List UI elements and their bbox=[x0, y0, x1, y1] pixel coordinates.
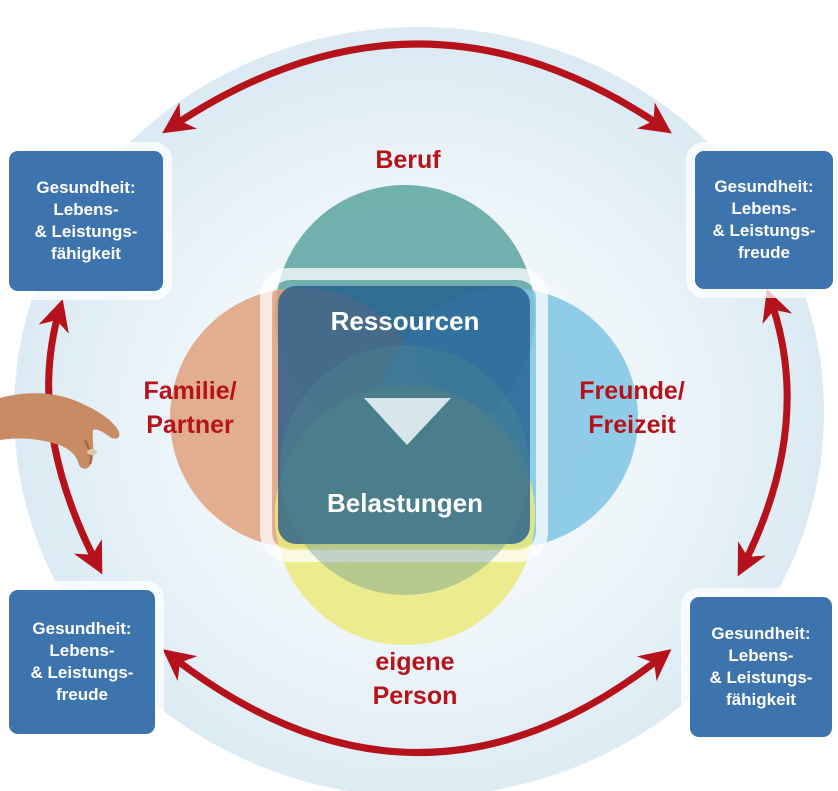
center-square-glow bbox=[260, 268, 548, 562]
box-bottom-right-line-2: Lebens- bbox=[728, 646, 794, 665]
box-bottom-left: Gesundheit: Lebens- & Leistungs- freude bbox=[9, 590, 155, 734]
box-bottom-left-line-1: Gesundheit: bbox=[32, 619, 132, 638]
box-bottom-right-line-1: Gesundheit: bbox=[711, 624, 811, 643]
label-freunde-freizeit: Freunde/ Freizeit bbox=[579, 377, 685, 439]
box-top-left-line-3: & Leistungs- bbox=[34, 222, 138, 241]
label-beruf: Beruf bbox=[375, 146, 441, 174]
down-triangle-icon bbox=[364, 398, 451, 445]
box-top-right-line-1: Gesundheit: bbox=[714, 177, 814, 196]
pointing-hand-icon bbox=[0, 393, 120, 469]
arrow-right bbox=[737, 289, 793, 577]
box-top-left-line-2: Lebens- bbox=[53, 200, 119, 219]
box-top-right-line-3: & Leistungs- bbox=[712, 221, 816, 240]
box-top-left-line-1: Gesundheit: bbox=[36, 178, 136, 197]
center-label-ressourcen: Ressourcen bbox=[330, 306, 480, 336]
box-bottom-right-line-3: & Leistungs- bbox=[709, 668, 813, 687]
box-top-left: Gesundheit: Lebens- & Leistungs- fähigke… bbox=[9, 151, 163, 291]
label-familie-partner: Familie/ Partner bbox=[143, 377, 237, 439]
box-top-right: Gesundheit: Lebens- & Leistungs- freude bbox=[695, 151, 833, 289]
arrow-bottom bbox=[162, 649, 672, 756]
box-bottom-right: Gesundheit: Lebens- & Leistungs- fähigke… bbox=[690, 597, 832, 737]
box-top-left-line-4: fähigkeit bbox=[51, 244, 121, 263]
box-bottom-left-line-4: freude bbox=[56, 685, 108, 704]
box-top-right-line-2: Lebens- bbox=[731, 199, 797, 218]
box-bottom-right-line-4: fähigkeit bbox=[726, 690, 796, 709]
center-overlap-shade bbox=[280, 345, 530, 595]
box-bottom-left-line-2: Lebens- bbox=[49, 641, 115, 660]
box-top-right-line-4: freude bbox=[738, 243, 790, 262]
center-label-belastungen: Belastungen bbox=[326, 488, 484, 518]
box-bottom-left-line-3: & Leistungs- bbox=[30, 663, 134, 682]
label-eigene-person: eigene Person bbox=[372, 648, 458, 710]
arrow-top bbox=[162, 40, 672, 134]
